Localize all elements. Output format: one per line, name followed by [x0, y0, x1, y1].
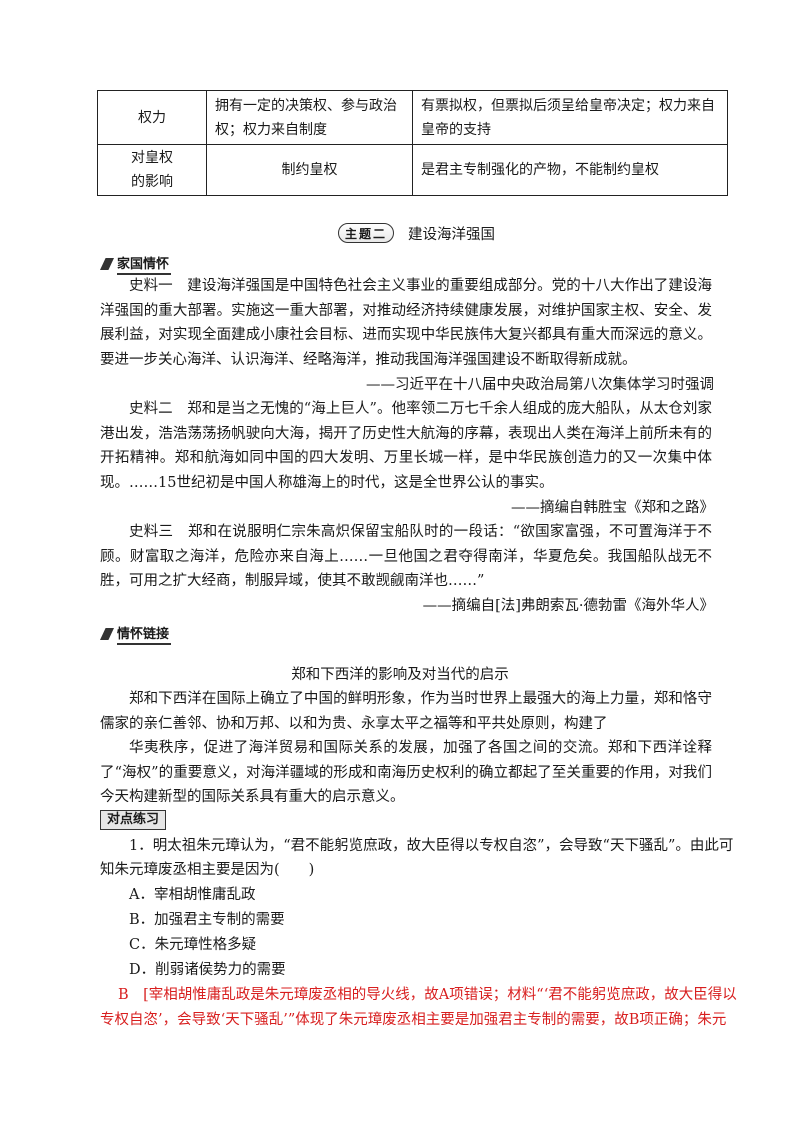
- theme-badge: 主题二: [338, 223, 395, 243]
- section-tag-jiaguo: 家国情怀: [100, 253, 172, 275]
- arrow-icon: [100, 628, 114, 640]
- theme-title: 建设海洋强国: [408, 226, 496, 243]
- table-cell: 制约皇权: [206, 144, 413, 196]
- brush-icon: [100, 258, 114, 270]
- answer-line: 专权自恣’，会导致‘天下骚乱’”体现了朱元璋废丞相主要是加强君主专制的需要，故B…: [100, 1012, 727, 1028]
- table-cell: 有票拟权，但票拟后须呈给皇帝决定；权力来自皇帝的支持: [412, 90, 728, 145]
- section-tag-label: 情怀链接: [117, 623, 172, 645]
- table-cell-label: 权力: [97, 90, 207, 145]
- label-line: 对皇权: [131, 150, 173, 166]
- source-citation-2: ——摘编自韩胜宝《郑和之路》: [511, 500, 714, 516]
- practice-heading: 对点练习: [100, 810, 167, 830]
- source-paragraph-3: 史料三 郑和在说服明仁宗朱高炽保留宝船队时的一段话：“欲国家富强，不可置海洋于不…: [100, 524, 712, 589]
- link-subtitle: 郑和下西洋的影响及对当代的启示: [291, 667, 509, 683]
- source-paragraph-1: 史料一 建设海洋强国是中国特色社会主义事业的重要组成部分。党的十八大作出了建设海…: [100, 278, 712, 368]
- option-a: A．宰相胡惟庸乱政: [129, 887, 256, 903]
- link-paragraph-2: 华夷秩序，促进了海洋贸易和国际关系的发展，加强了各国之间的交流。郑和下西洋诠释了…: [100, 740, 712, 805]
- answer-line: B [宰相胡惟庸乱政是朱元璋废丞相的导火线，故A项错误；材料“‘君不能躬览庶政，…: [118, 987, 737, 1003]
- comparison-table: 权力 拥有一定的决策权、参与政治权；权力来自制度 有票拟权，但票拟后须呈给皇帝决…: [97, 90, 728, 196]
- section-tag-label: 家国情怀: [117, 253, 172, 275]
- source-citation-1: ——习近平在十八届中央政治局第八次集体学习时强调: [366, 377, 714, 393]
- label-line: 的影响: [131, 174, 173, 190]
- source-paragraph-2: 史料二 郑和是当之无愧的“海上巨人”。他率领二万七千余人组成的庞大船队，从太仓刘…: [100, 401, 712, 491]
- option-b: B．加强君主专制的需要: [129, 912, 285, 928]
- option-d: D．削弱诸侯势力的需要: [129, 962, 286, 978]
- link-paragraph-1: 郑和下西洋在国际上确立了中国的鲜明形象，作为当时世界上最强大的海上力量，郑和恪守…: [100, 691, 712, 732]
- table-cell-label: 对皇权 的影响: [97, 144, 207, 196]
- table-cell: 是君主专制强化的产物，不能制约皇权: [412, 144, 728, 196]
- question-line: 1．明太祖朱元璋认为，“君不能躬览庶政，故大臣得以专权自恣”，会导致“天下骚乱”…: [129, 838, 734, 854]
- table-cell: 拥有一定的决策权、参与政治权；权力来自制度: [206, 90, 413, 145]
- theme-heading: 主题二 建设海洋强国: [338, 222, 495, 244]
- section-tag-link: 情怀链接: [100, 623, 172, 645]
- practice-tag: 对点练习: [100, 810, 167, 830]
- source-citation-3: ——摘编自[法]弗朗索瓦·德勃雷《海外华人》: [422, 598, 714, 614]
- table-row: 权力 拥有一定的决策权、参与政治权；权力来自制度 有票拟权，但票拟后须呈给皇帝决…: [97, 90, 728, 145]
- table-row: 对皇权 的影响 制约皇权 是君主专制强化的产物，不能制约皇权: [97, 144, 728, 196]
- option-c: C．朱元璋性格多疑: [129, 937, 257, 953]
- question-line: 知朱元璋废丞相主要是因为( ): [100, 862, 315, 878]
